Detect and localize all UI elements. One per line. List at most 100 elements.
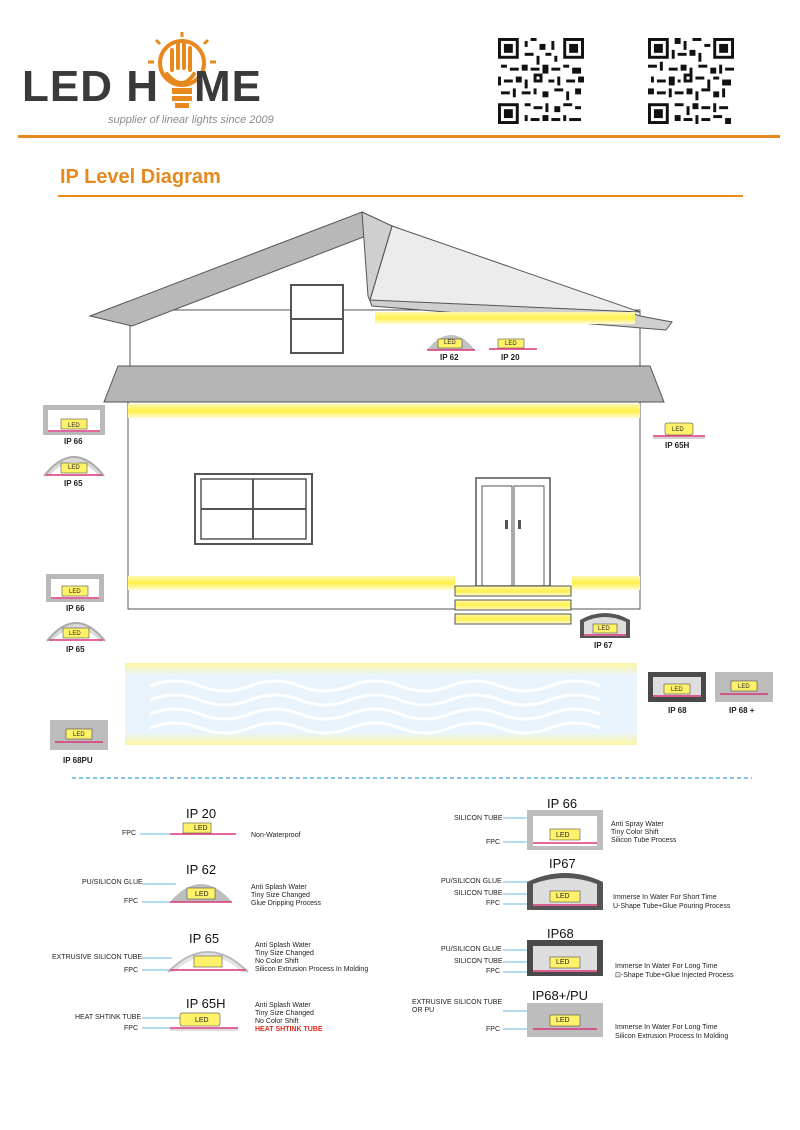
label-ip65: IP 65 xyxy=(64,479,83,488)
led-chip-text: LED xyxy=(195,1017,209,1024)
label-ip62: IP 62 xyxy=(440,353,459,362)
roof-lower xyxy=(103,365,665,403)
logo xyxy=(22,30,262,130)
ip62-profile-icon xyxy=(427,335,475,351)
tagline: supplier of linear lights since 2009 xyxy=(108,114,274,126)
legend-ip65h-label-tube: HEAT SHTINK TUBE xyxy=(75,1014,142,1021)
house-diagram xyxy=(72,211,752,779)
roof-right-face xyxy=(369,225,641,313)
legend-ip68pu-desc-0: Immerse In Water For Long Time xyxy=(615,1024,718,1031)
ip20-profile-icon xyxy=(489,338,537,350)
roof-main xyxy=(88,211,394,327)
ip68pu-profile-icon xyxy=(50,720,108,750)
legend-ip68-title: IP68 xyxy=(547,926,574,941)
legend-ip68pu-label-fpc: FPC xyxy=(486,1026,500,1033)
legend-ip62-icon xyxy=(142,883,232,903)
label-ip66: IP 66 xyxy=(64,437,83,446)
led-chip-text: LED xyxy=(598,626,610,632)
legend-ip67-desc-1: U-Shape Tube+Glue Pouring Process xyxy=(613,903,731,910)
legend-ip67-label-tube: SILICON TUBE xyxy=(454,890,503,897)
legend-ip68-desc-1: ⊡-Shape Tube+Glue Injected Process xyxy=(615,972,734,979)
label-ip67: IP 67 xyxy=(594,641,613,650)
legend-ip66-label-tube: SILICON TUBE xyxy=(454,815,503,822)
legend-ip66-title: IP 66 xyxy=(547,796,578,811)
attic-led-strip xyxy=(375,312,635,324)
legend-ip68-desc-0: Immerse In Water For Long Time xyxy=(615,963,718,970)
ip65h-profile-icon xyxy=(653,422,705,439)
ip65-profile-icon xyxy=(46,622,106,642)
label-ip68pu: IP 68PU xyxy=(63,756,93,765)
legend-ip65-label-fpc: FPC xyxy=(124,967,138,974)
legend-ip66-desc-1: Tiny Color Shift xyxy=(611,829,659,836)
led-chip-text: LED xyxy=(672,427,684,433)
legend-ip65-desc-0: Anti Splash Water xyxy=(255,942,311,949)
legend-ip68-label-fpc: FPC xyxy=(486,968,500,975)
legend-ip65-icon xyxy=(142,951,249,973)
led-chip-text: LED xyxy=(69,631,81,637)
legend-ip68pu-desc-1: Silicon Extrusion Process In Molding xyxy=(615,1033,729,1040)
legend-ip20-icon xyxy=(140,822,236,835)
legend-ip20-desc: Non-Waterproof xyxy=(251,832,301,839)
legend-ip65h-desc-1: Tiny Size Changed xyxy=(255,1010,314,1017)
ip68plus-profile-icon xyxy=(715,672,773,702)
led-chip-text: LED xyxy=(69,589,81,595)
legend-ip67-label-fpc: FPC xyxy=(486,900,500,907)
logo-text-right: ME xyxy=(194,62,262,111)
legend-ip62-label-fpc: FPC xyxy=(124,898,138,905)
page-title: IP Level Diagram xyxy=(60,166,221,188)
led-chip-text: LED xyxy=(556,1017,570,1024)
led-chip-text: LED xyxy=(671,687,683,693)
pool-waves xyxy=(149,679,601,735)
legend-ip68-label-glue: PU/SILICON GLUE xyxy=(441,946,502,953)
legend-ip68pu-label-pu: OR PU xyxy=(412,1007,435,1014)
legend-ip67-title: IP67 xyxy=(549,856,576,871)
logo-text-left: LED H xyxy=(22,62,159,111)
led-chip-text: LED xyxy=(556,893,570,900)
legend-ip65-desc-3: Silicon Extrusion Process In Molding xyxy=(255,966,369,973)
legend-ip66-desc-2: Silicon Tube Process xyxy=(611,837,677,844)
legend-ip65h-label-fpc: FPC xyxy=(124,1025,138,1032)
ip67-profile-icon xyxy=(580,613,630,638)
label-ip65h: IP 65H xyxy=(665,441,690,450)
led-chip-text: LED xyxy=(444,340,456,346)
front-door xyxy=(475,477,551,587)
led-chip-text: LED xyxy=(505,341,517,347)
ip66-profile-icon xyxy=(43,405,105,435)
label-ip68plus: IP 68 + xyxy=(729,706,755,715)
legend-ip65h-title: IP 65H xyxy=(186,996,226,1011)
legend-ip68-label-tube: SILICON TUBE xyxy=(454,958,503,965)
led-chip-text: LED xyxy=(68,465,80,471)
legend-ip20-title: IP 20 xyxy=(186,806,217,821)
legend-ip66-icon xyxy=(503,810,603,850)
label-ip68: IP 68 xyxy=(668,706,687,715)
led-chip-text: LED xyxy=(556,832,570,839)
legend-ip65-label-tube: EXTRUSIVE SILICON TUBE xyxy=(52,954,143,961)
legend-ip65-desc-1: Tiny Size Changed xyxy=(255,950,314,957)
legend-ip68pu-label-tube: EXTRUSIVE SILICON TUBE xyxy=(412,999,503,1006)
label-ip65-lower: IP 65 xyxy=(66,645,85,654)
legend-ip20-fpc: FPC xyxy=(122,830,136,837)
led-chip-text: LED xyxy=(194,825,208,832)
legend-ip62-desc-0: Anti Splash Water xyxy=(251,884,307,891)
legend-ip65h-desc-0: Anti Splash Water xyxy=(255,1002,311,1009)
legend-ip67-desc-0: Immerse In Water For Short Time xyxy=(613,894,717,901)
legend-ip65h-desc-red: HEAT SHTINK TUBE xyxy=(255,1026,323,1033)
legend-ip65h-icon xyxy=(142,1012,238,1031)
legend-ip65-title: IP 65 xyxy=(189,931,220,946)
led-chip-text: LED xyxy=(556,959,570,966)
led-chip-text: LED xyxy=(73,732,85,738)
qr-code-icon xyxy=(498,38,584,124)
base-led-strip-right xyxy=(572,576,640,590)
label-ip66-lower: IP 66 xyxy=(66,604,85,613)
led-chip-text: LED xyxy=(195,891,209,898)
led-chip-text: LED xyxy=(738,684,750,690)
title-underline xyxy=(58,195,743,197)
legend-ip68pu-title: IP68+/PU xyxy=(532,988,589,1003)
ip66-profile-icon xyxy=(46,574,104,602)
legend-ip66-desc-0: Anti Spray Water xyxy=(611,821,664,828)
bulb-hand-icon xyxy=(148,32,216,108)
legend-ip66-label-fpc: FPC xyxy=(486,839,500,846)
legend-ip67-label-glue: PU/SILICON GLUE xyxy=(441,878,502,885)
led-chip-text: LED xyxy=(68,423,80,429)
pool xyxy=(125,663,637,745)
